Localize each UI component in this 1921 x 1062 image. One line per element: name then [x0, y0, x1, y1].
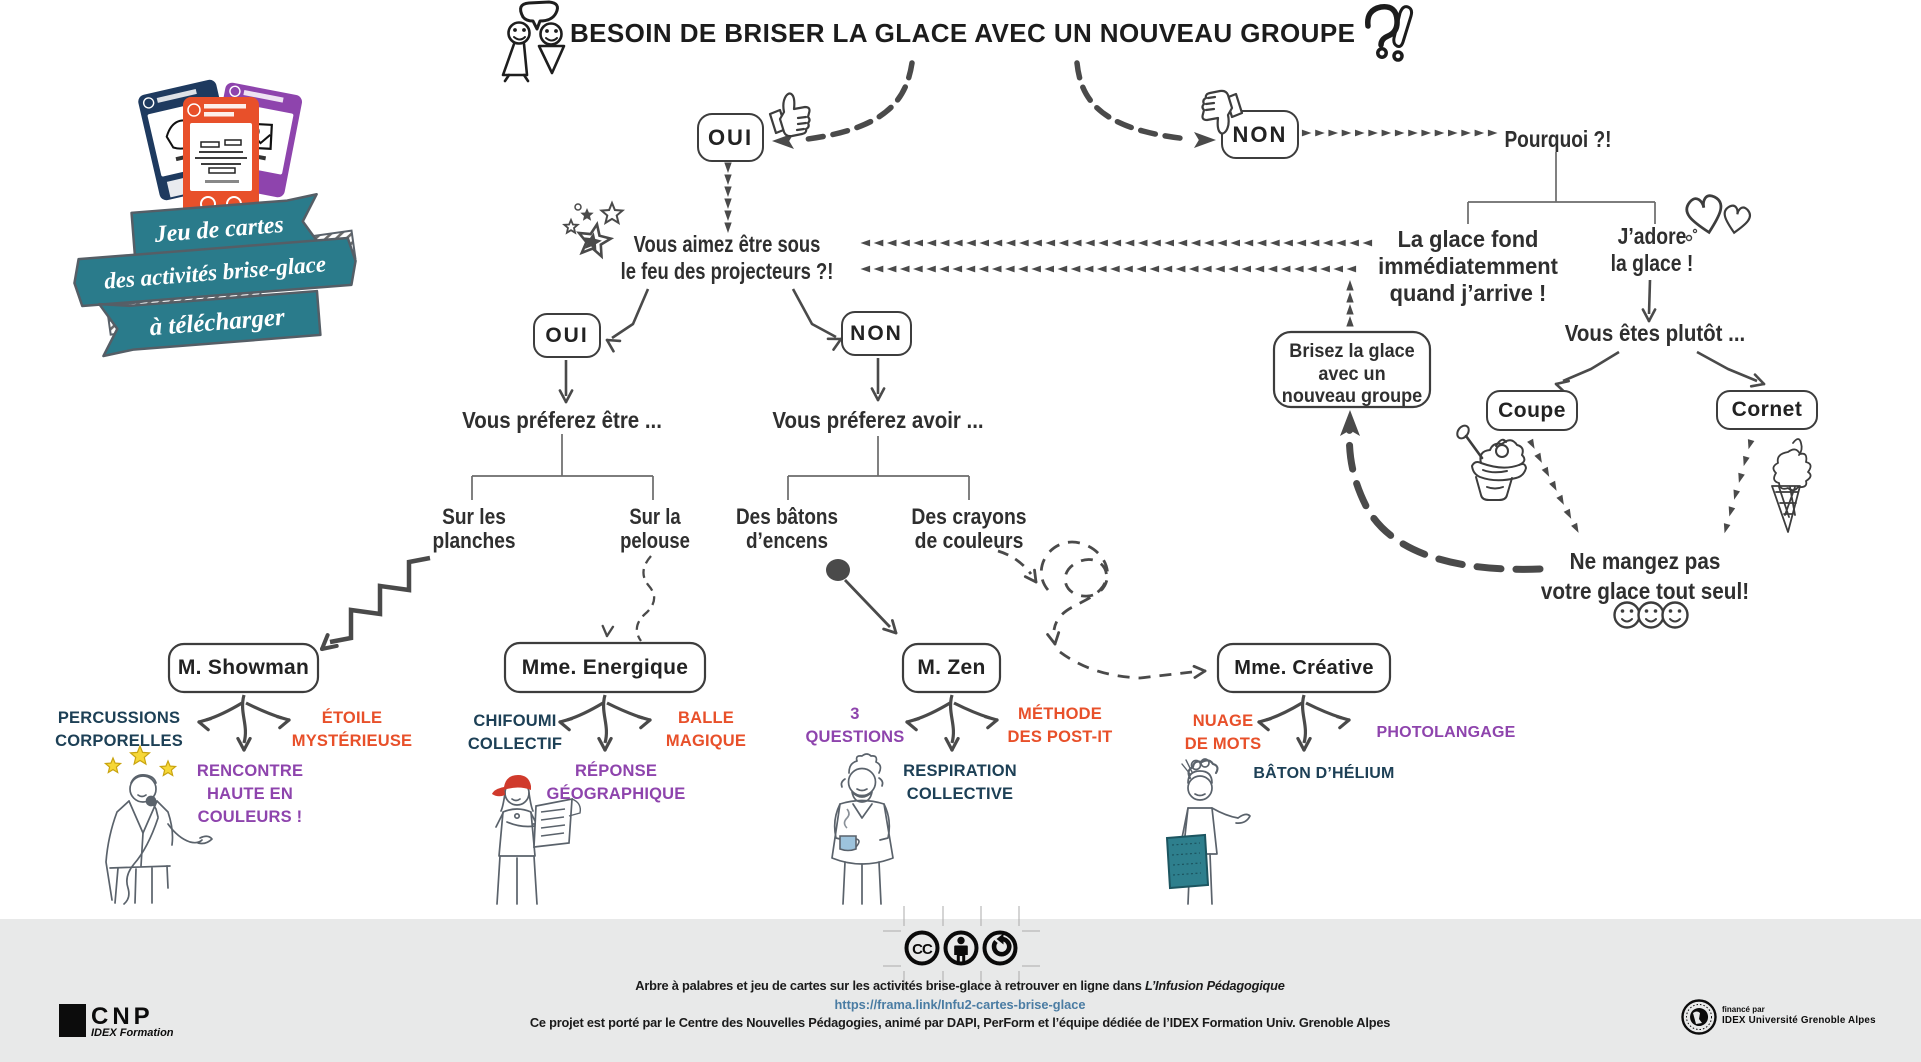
- svg-text:CC: CC: [912, 941, 933, 958]
